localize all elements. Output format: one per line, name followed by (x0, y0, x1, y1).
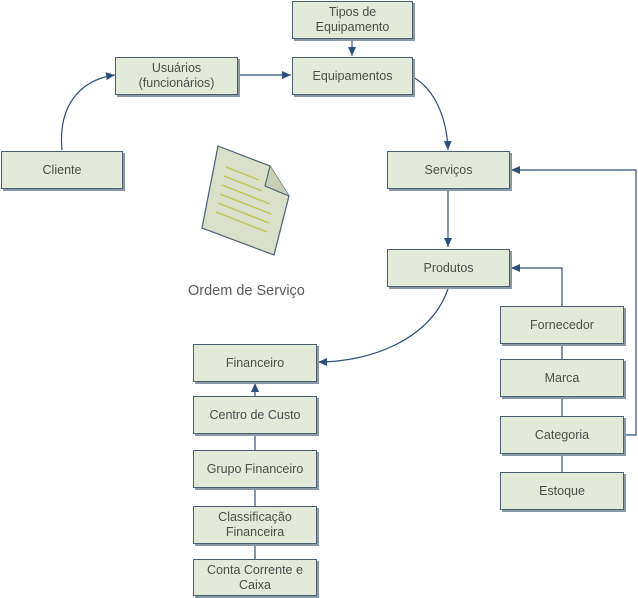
node-label: Classificação Financeira (218, 510, 292, 539)
node-label: Estoque (539, 483, 585, 498)
connector-categoria-servicos (511, 166, 637, 436)
connector-cliente-usuarios (60, 72, 116, 151)
node-classificacao-financeira[interactable]: Classificação Financeira (193, 506, 317, 544)
node-marca[interactable]: Marca (500, 359, 624, 397)
node-centro-de-custo[interactable]: Centro de Custo (193, 396, 317, 434)
connector-equipamentos-servicos (412, 76, 452, 151)
node-label: Equipamentos (312, 68, 393, 83)
node-estoque[interactable]: Estoque (500, 472, 624, 510)
node-usuarios[interactable]: Usuários (funcionários) (115, 57, 238, 95)
node-cliente[interactable]: Cliente (1, 151, 123, 189)
node-label: Usuários (funcionários) (138, 61, 215, 90)
node-label: Centro de Custo (209, 407, 301, 422)
node-grupo-financeiro[interactable]: Grupo Financeiro (193, 450, 317, 488)
node-label: Conta Corrente e Caixa (207, 562, 303, 592)
node-financeiro[interactable]: Financeiro (193, 344, 317, 382)
node-label: Tipos de Equipamento (315, 5, 390, 34)
node-label: Financeiro (225, 355, 285, 370)
node-label: Produtos (423, 260, 474, 275)
node-label: Grupo Financeiro (206, 461, 304, 476)
node-produtos[interactable]: Produtos (387, 249, 510, 287)
node-tipos-equipamento[interactable]: Tipos de Equipamento (292, 1, 413, 39)
node-fornecedor[interactable]: Fornecedor (500, 306, 624, 344)
node-label: Marca (544, 370, 580, 385)
connector-produtos-financeiro (317, 288, 449, 366)
node-label: Fornecedor (530, 317, 594, 332)
node-conta-corrente-caixa[interactable]: Conta Corrente e Caixa (193, 559, 317, 596)
node-label: Serviços (424, 162, 473, 177)
node-equipamentos[interactable]: Equipamentos (292, 57, 413, 95)
node-label: Categoria (534, 427, 590, 442)
document-icon (201, 145, 290, 256)
node-servicos[interactable]: Serviços (387, 151, 510, 189)
document-caption: Ordem de Serviço (188, 283, 305, 299)
connector-fornecedor-produtos (511, 264, 563, 306)
node-label: Cliente (42, 162, 82, 177)
node-categoria[interactable]: Categoria (500, 416, 624, 454)
